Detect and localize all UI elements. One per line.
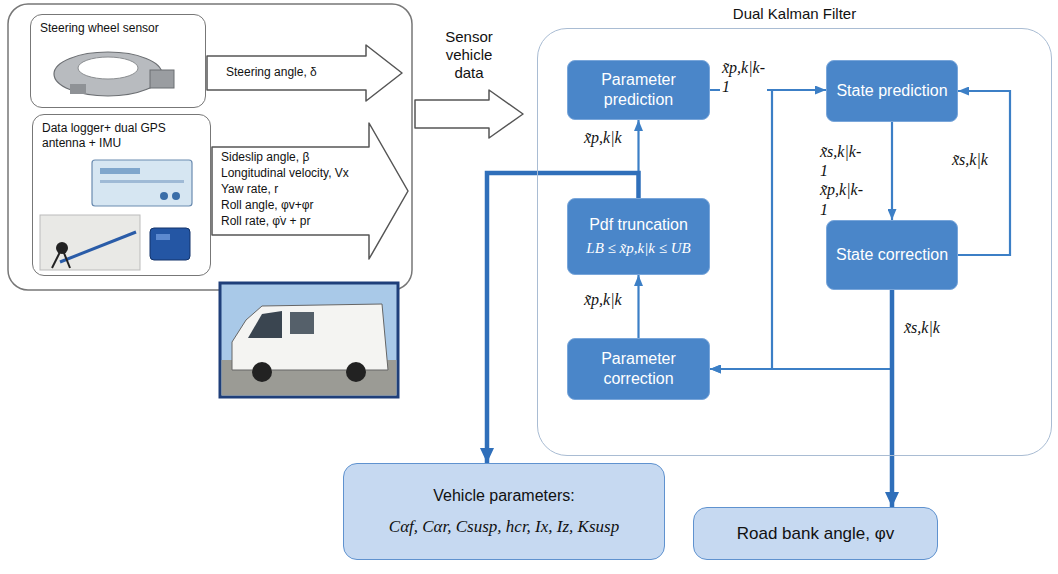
output-box: Road bank angle, φv bbox=[693, 507, 938, 560]
node-text: Steering wheel sensor bbox=[40, 21, 196, 36]
signal-label: x̃s,k|k bbox=[902, 318, 942, 337]
node-subtext: LB ≤ x̃p,k|k ≤ UB bbox=[586, 239, 690, 258]
sensor-box: Data logger+ dual GPS antenna + IMU bbox=[32, 114, 211, 276]
process-box: State correction bbox=[826, 220, 958, 290]
signal-label: x̃p,k|k bbox=[582, 128, 624, 147]
node-text: State prediction bbox=[836, 81, 947, 101]
output-arrow bbox=[890, 290, 895, 507]
signal-arrow: Sideslip angle, βLongitudinal velocity, … bbox=[211, 122, 409, 260]
node-text: Sensor vehicle data bbox=[445, 28, 493, 88]
imu-picture bbox=[150, 228, 190, 260]
signal-label: x̃p,k|k bbox=[582, 290, 624, 309]
node-text: Dual Kalman Filter bbox=[537, 4, 1052, 24]
signal-arrow bbox=[710, 90, 772, 369]
node-text: Vehicle parameters: bbox=[389, 486, 619, 506]
signal-arrow: Steering angle, δ bbox=[206, 44, 403, 102]
arrow-shape bbox=[413, 28, 525, 142]
node-text: Parameter correction bbox=[574, 349, 703, 389]
van-photo bbox=[220, 283, 398, 397]
signal-arrow bbox=[710, 290, 892, 369]
node-subtext: Yaw rate, r bbox=[221, 182, 393, 198]
sensor-panel bbox=[8, 4, 412, 290]
signal-label: x̃p,k|k-1 bbox=[720, 58, 767, 96]
data-arrow: Sensor vehicle data bbox=[413, 28, 525, 142]
steering-sensor-picture bbox=[54, 52, 174, 96]
node-text: Parameter prediction bbox=[574, 70, 703, 110]
node-subtext: Longitudinal velocity, Vx bbox=[221, 166, 393, 182]
node-text: State correction bbox=[836, 245, 948, 265]
process-box: Parameter prediction bbox=[567, 60, 710, 120]
node-subtext: Roll rate, φ̇v + pr bbox=[221, 214, 393, 230]
signal-arrow bbox=[637, 275, 639, 338]
signal-arrow bbox=[891, 122, 893, 220]
output-box: Vehicle parameters: Cαf, Cαr, Csusp, hcr,… bbox=[343, 463, 665, 560]
signal-arrow bbox=[958, 91, 1010, 255]
node-text: Pdf truncation bbox=[586, 215, 690, 235]
node-text: Sideslip angle, β bbox=[221, 150, 393, 166]
node-text: Data logger+ dual GPS antenna + IMU bbox=[42, 121, 201, 151]
signal-label: x̃s,k|k-1 x̃p,k|k-1 bbox=[818, 142, 865, 219]
node-subtext: Cαf, Cαr, Csusp, hcr, Ix, Iz, Ksusp bbox=[389, 516, 619, 537]
node-text: Road bank angle, φv bbox=[737, 523, 895, 544]
process-box: Pdf truncation LB ≤ x̃p,k|k ≤ UB bbox=[567, 198, 710, 275]
sensor-box: Steering wheel sensor bbox=[30, 14, 206, 108]
signal-label: x̃s,k|k bbox=[950, 150, 990, 169]
process-box: State prediction bbox=[826, 60, 958, 122]
node-subtext: Roll angle, φv+φr bbox=[221, 198, 393, 214]
node-text: Steering angle, δ bbox=[226, 65, 317, 81]
process-box: Parameter correction bbox=[567, 338, 710, 400]
gps-antenna-photo bbox=[40, 215, 140, 270]
filter-panel: Dual Kalman FilterParameter predictionSt… bbox=[537, 4, 1052, 456]
data-logger-picture bbox=[92, 160, 192, 206]
